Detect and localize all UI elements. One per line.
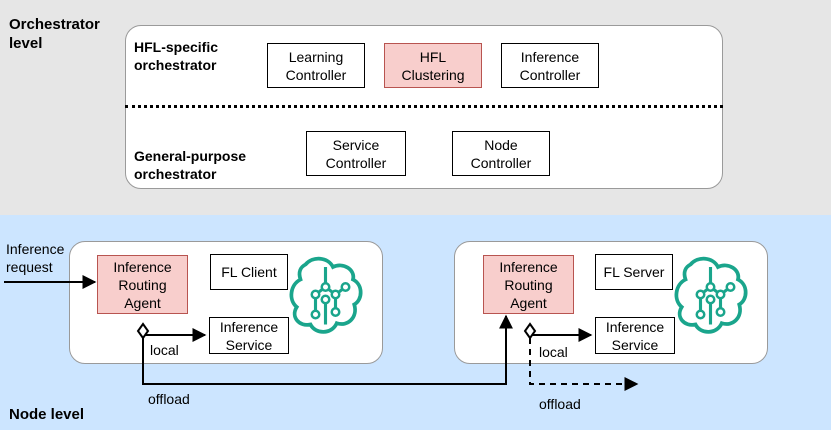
server-decision-diamond	[523, 322, 537, 340]
learning-controller-box[interactable]: Learning Controller	[267, 43, 365, 88]
fl-client-box[interactable]: FL Client	[210, 254, 288, 290]
inference-controller-box[interactable]: Inference Controller	[501, 43, 599, 88]
inference-request-label: Inference request	[6, 241, 65, 275]
server-offload-arrow	[529, 338, 639, 391]
client-local-arrow	[142, 328, 207, 342]
client-offload-arrow	[142, 314, 513, 385]
server-routing-agent-box[interactable]: Inference Routing Agent	[483, 255, 574, 314]
orchestrator-divider	[125, 105, 723, 108]
hfl-clustering-box[interactable]: HFL Clustering	[384, 43, 482, 88]
client-inference-service-box[interactable]: Inference Service	[209, 317, 289, 354]
client-local-label: local	[150, 342, 179, 358]
server-inference-service-box[interactable]: Inference Service	[595, 317, 675, 354]
service-controller-box[interactable]: Service Controller	[306, 131, 406, 176]
server-local-label: local	[539, 344, 568, 360]
client-routing-agent-box[interactable]: Inference Routing Agent	[97, 255, 188, 314]
client-decision-diamond	[136, 322, 150, 340]
fl-server-box[interactable]: FL Server	[595, 254, 673, 290]
node-level-label: Node level	[9, 406, 85, 423]
client-offload-label: offload	[148, 391, 190, 407]
general-orchestrator-label: General-purpose orchestrator	[134, 148, 247, 182]
hfl-orchestrator-label: HFL-specific orchestrator	[134, 39, 219, 73]
orchestrator-level-label: Orchestrator level	[9, 16, 100, 52]
server-local-arrow	[529, 328, 593, 342]
server-offload-label: offload	[539, 396, 581, 412]
node-controller-box[interactable]: Node Controller	[452, 131, 550, 176]
ai-brain-icon	[289, 256, 363, 334]
ai-brain-icon	[674, 256, 748, 334]
